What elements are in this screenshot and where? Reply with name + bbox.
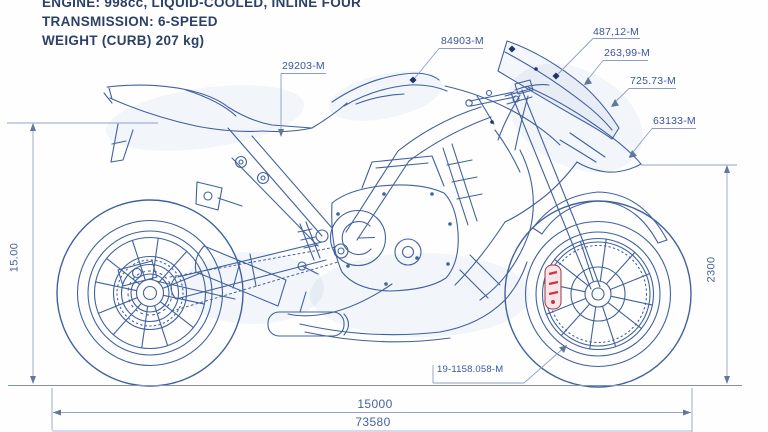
dim-length: 15000	[357, 397, 393, 411]
spec-block: ENGINE: 998cc, LIQUID-COOLED, INLINE FOU…	[42, 0, 361, 50]
dim-height-right: 2300	[705, 256, 718, 283]
side-fairing	[299, 85, 561, 343]
callout-front-cowl: 725.73-M	[630, 75, 676, 87]
engine	[329, 155, 459, 292]
tail-section	[103, 84, 348, 163]
callout-tail: 29203-M	[282, 60, 325, 72]
front-wheel	[504, 200, 692, 388]
dimension-arrows	[30, 123, 730, 416]
footpeg-bracket	[195, 181, 319, 275]
rear-subframe	[227, 127, 333, 261]
measure-markers	[409, 45, 560, 124]
front-fork	[504, 88, 601, 290]
leader-arrows	[278, 77, 637, 353]
radiator	[442, 143, 483, 226]
swingarm	[169, 241, 339, 312]
spec-engine: ENGINE: 998cc, LIQUID-COOLED, INLINE FOU…	[42, 0, 362, 10]
front-fender	[532, 191, 668, 244]
callout-front-wheel: 19-1158.058-M	[437, 364, 504, 375]
front-cowl	[504, 86, 642, 223]
spec-weight: WEIGHT (CURB) 207 kg)	[42, 33, 205, 48]
callout-nose: 63133-M	[653, 115, 696, 127]
front-brake-caliper	[544, 264, 562, 310]
dim-height-left: 15.00	[8, 242, 21, 273]
windscreen	[497, 40, 620, 140]
dimension-lines	[7, 122, 742, 432]
shading-washes	[105, 63, 643, 337]
main-frame	[345, 95, 495, 241]
dim-length-total: 73580	[355, 415, 391, 429]
exhaust	[194, 245, 393, 337]
fuel-tank	[331, 72, 448, 107]
rear-wheel	[56, 199, 244, 387]
leader-lines	[280, 38, 696, 384]
callout-windscreen-base: 263,99-M	[604, 47, 650, 59]
callout-tank: 84903-M	[441, 35, 484, 47]
spec-transmission: TRANSMISSION: 6-SPEED	[42, 14, 218, 29]
callout-windscreen-top: 487,12-M	[593, 26, 639, 38]
